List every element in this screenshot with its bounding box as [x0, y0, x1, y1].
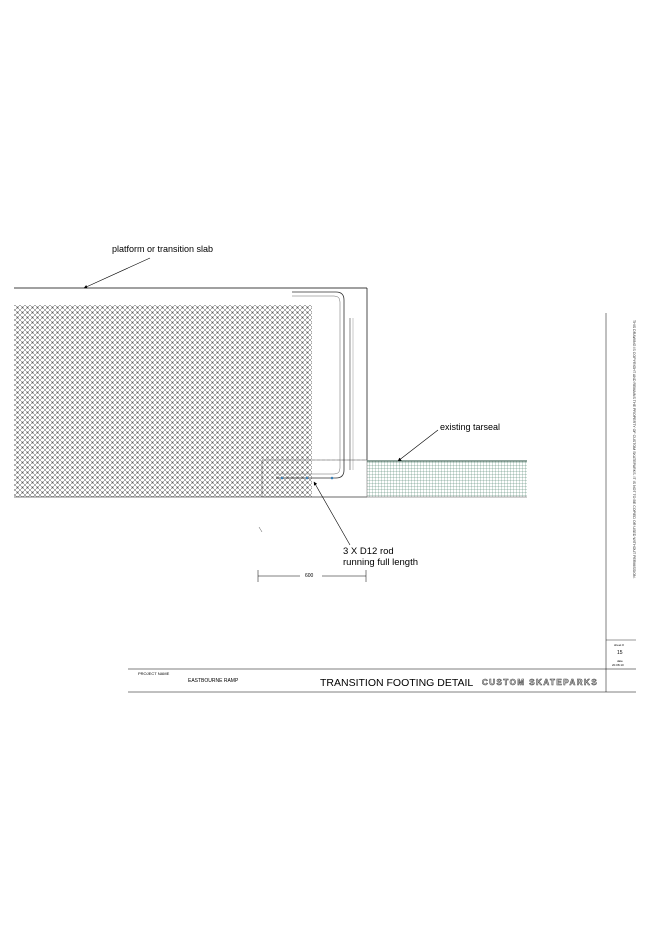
- rebar-dot-1: [280, 476, 284, 480]
- disclaimer-vertical: THIS DRAWING IS COPYRIGHT AND REMAINS TH…: [632, 320, 636, 579]
- rod-label-line2: running full length: [343, 557, 418, 568]
- tarseal-block: [367, 461, 527, 497]
- rod-leader: [313, 481, 351, 546]
- rebar-dot-3: [330, 476, 334, 480]
- sheet-number: 15: [617, 650, 623, 656]
- rebar-dot-2: [305, 476, 309, 480]
- date-label: date: [617, 659, 623, 663]
- rod-label-line1: 3 X D12 rod: [343, 546, 394, 557]
- project-name-label: PROJECT NAME: [138, 671, 170, 676]
- drawing-title: TRANSITION FOOTING DETAIL: [320, 677, 474, 689]
- project-name: EASTBOURNE RAMP: [188, 678, 239, 684]
- date-value: 20.08.10: [612, 663, 624, 667]
- stray-mark: [258, 526, 263, 533]
- slab-leader: [83, 257, 151, 289]
- rebar-l-bar: [276, 291, 345, 479]
- tarseal-leader: [397, 429, 439, 462]
- sheet-label: sheet #: [614, 643, 624, 647]
- slab-label: platform or transition slab: [112, 244, 214, 254]
- rebar-l-bar-inner: [276, 295, 341, 475]
- company-logo-text: CUSTOM SKATEPARKS: [482, 678, 599, 688]
- concrete-body: [14, 305, 312, 497]
- tarseal-label: existing tarseal: [440, 422, 501, 432]
- dimension-label: 600: [305, 573, 314, 579]
